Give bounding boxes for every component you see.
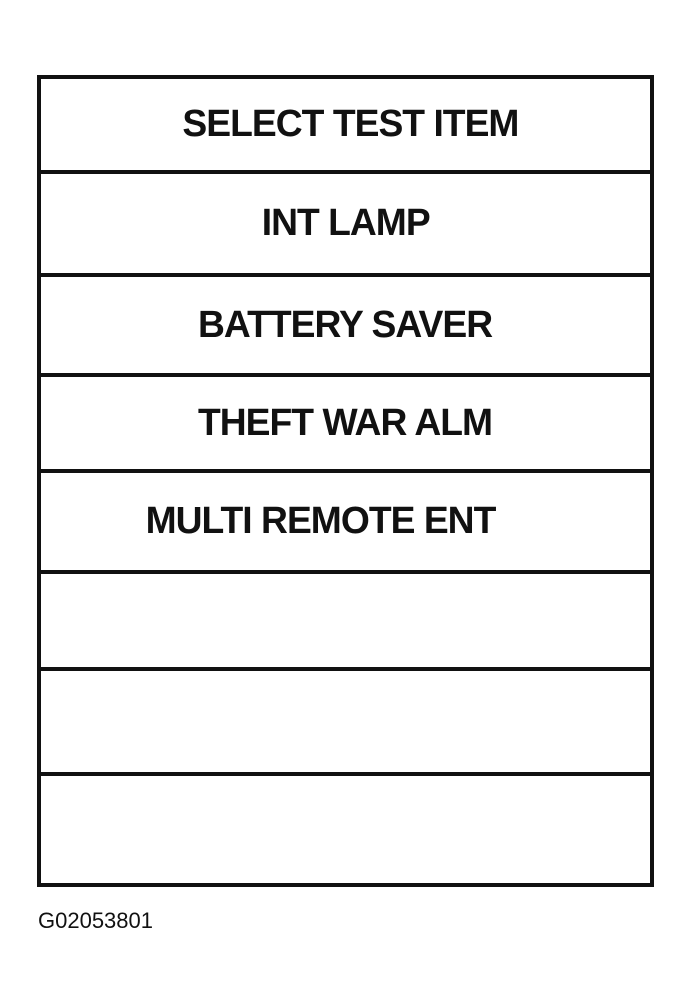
figure-code: G02053801 (38, 908, 153, 933)
menu-item-label: MULTI REMOTE ENT (145, 500, 497, 542)
menu-item-theft-war-alm[interactable]: THEFT WAR ALM (41, 377, 650, 473)
menu-item-multi-remote-ent[interactable]: MULTI REMOTE ENT (41, 473, 650, 574)
menu-item-label: INT LAMP (261, 202, 430, 244)
menu-item-label: THEFT WAR ALM (198, 401, 493, 444)
menu-item-battery-saver[interactable]: BATTERY SAVER (41, 277, 650, 377)
menu-item-int-lamp[interactable]: INT LAMP (41, 174, 650, 277)
menu-item-label: BATTERY SAVER (198, 303, 493, 346)
menu-header: SELECT TEST ITEM (41, 79, 650, 174)
menu-item-empty-1 (41, 574, 650, 671)
test-item-menu: SELECT TEST ITEM INT LAMP BATTERY SAVER … (37, 75, 654, 887)
menu-item-empty-2 (41, 671, 650, 776)
menu-header-label: SELECT TEST ITEM (182, 103, 519, 145)
menu-item-empty-3 (41, 776, 650, 887)
